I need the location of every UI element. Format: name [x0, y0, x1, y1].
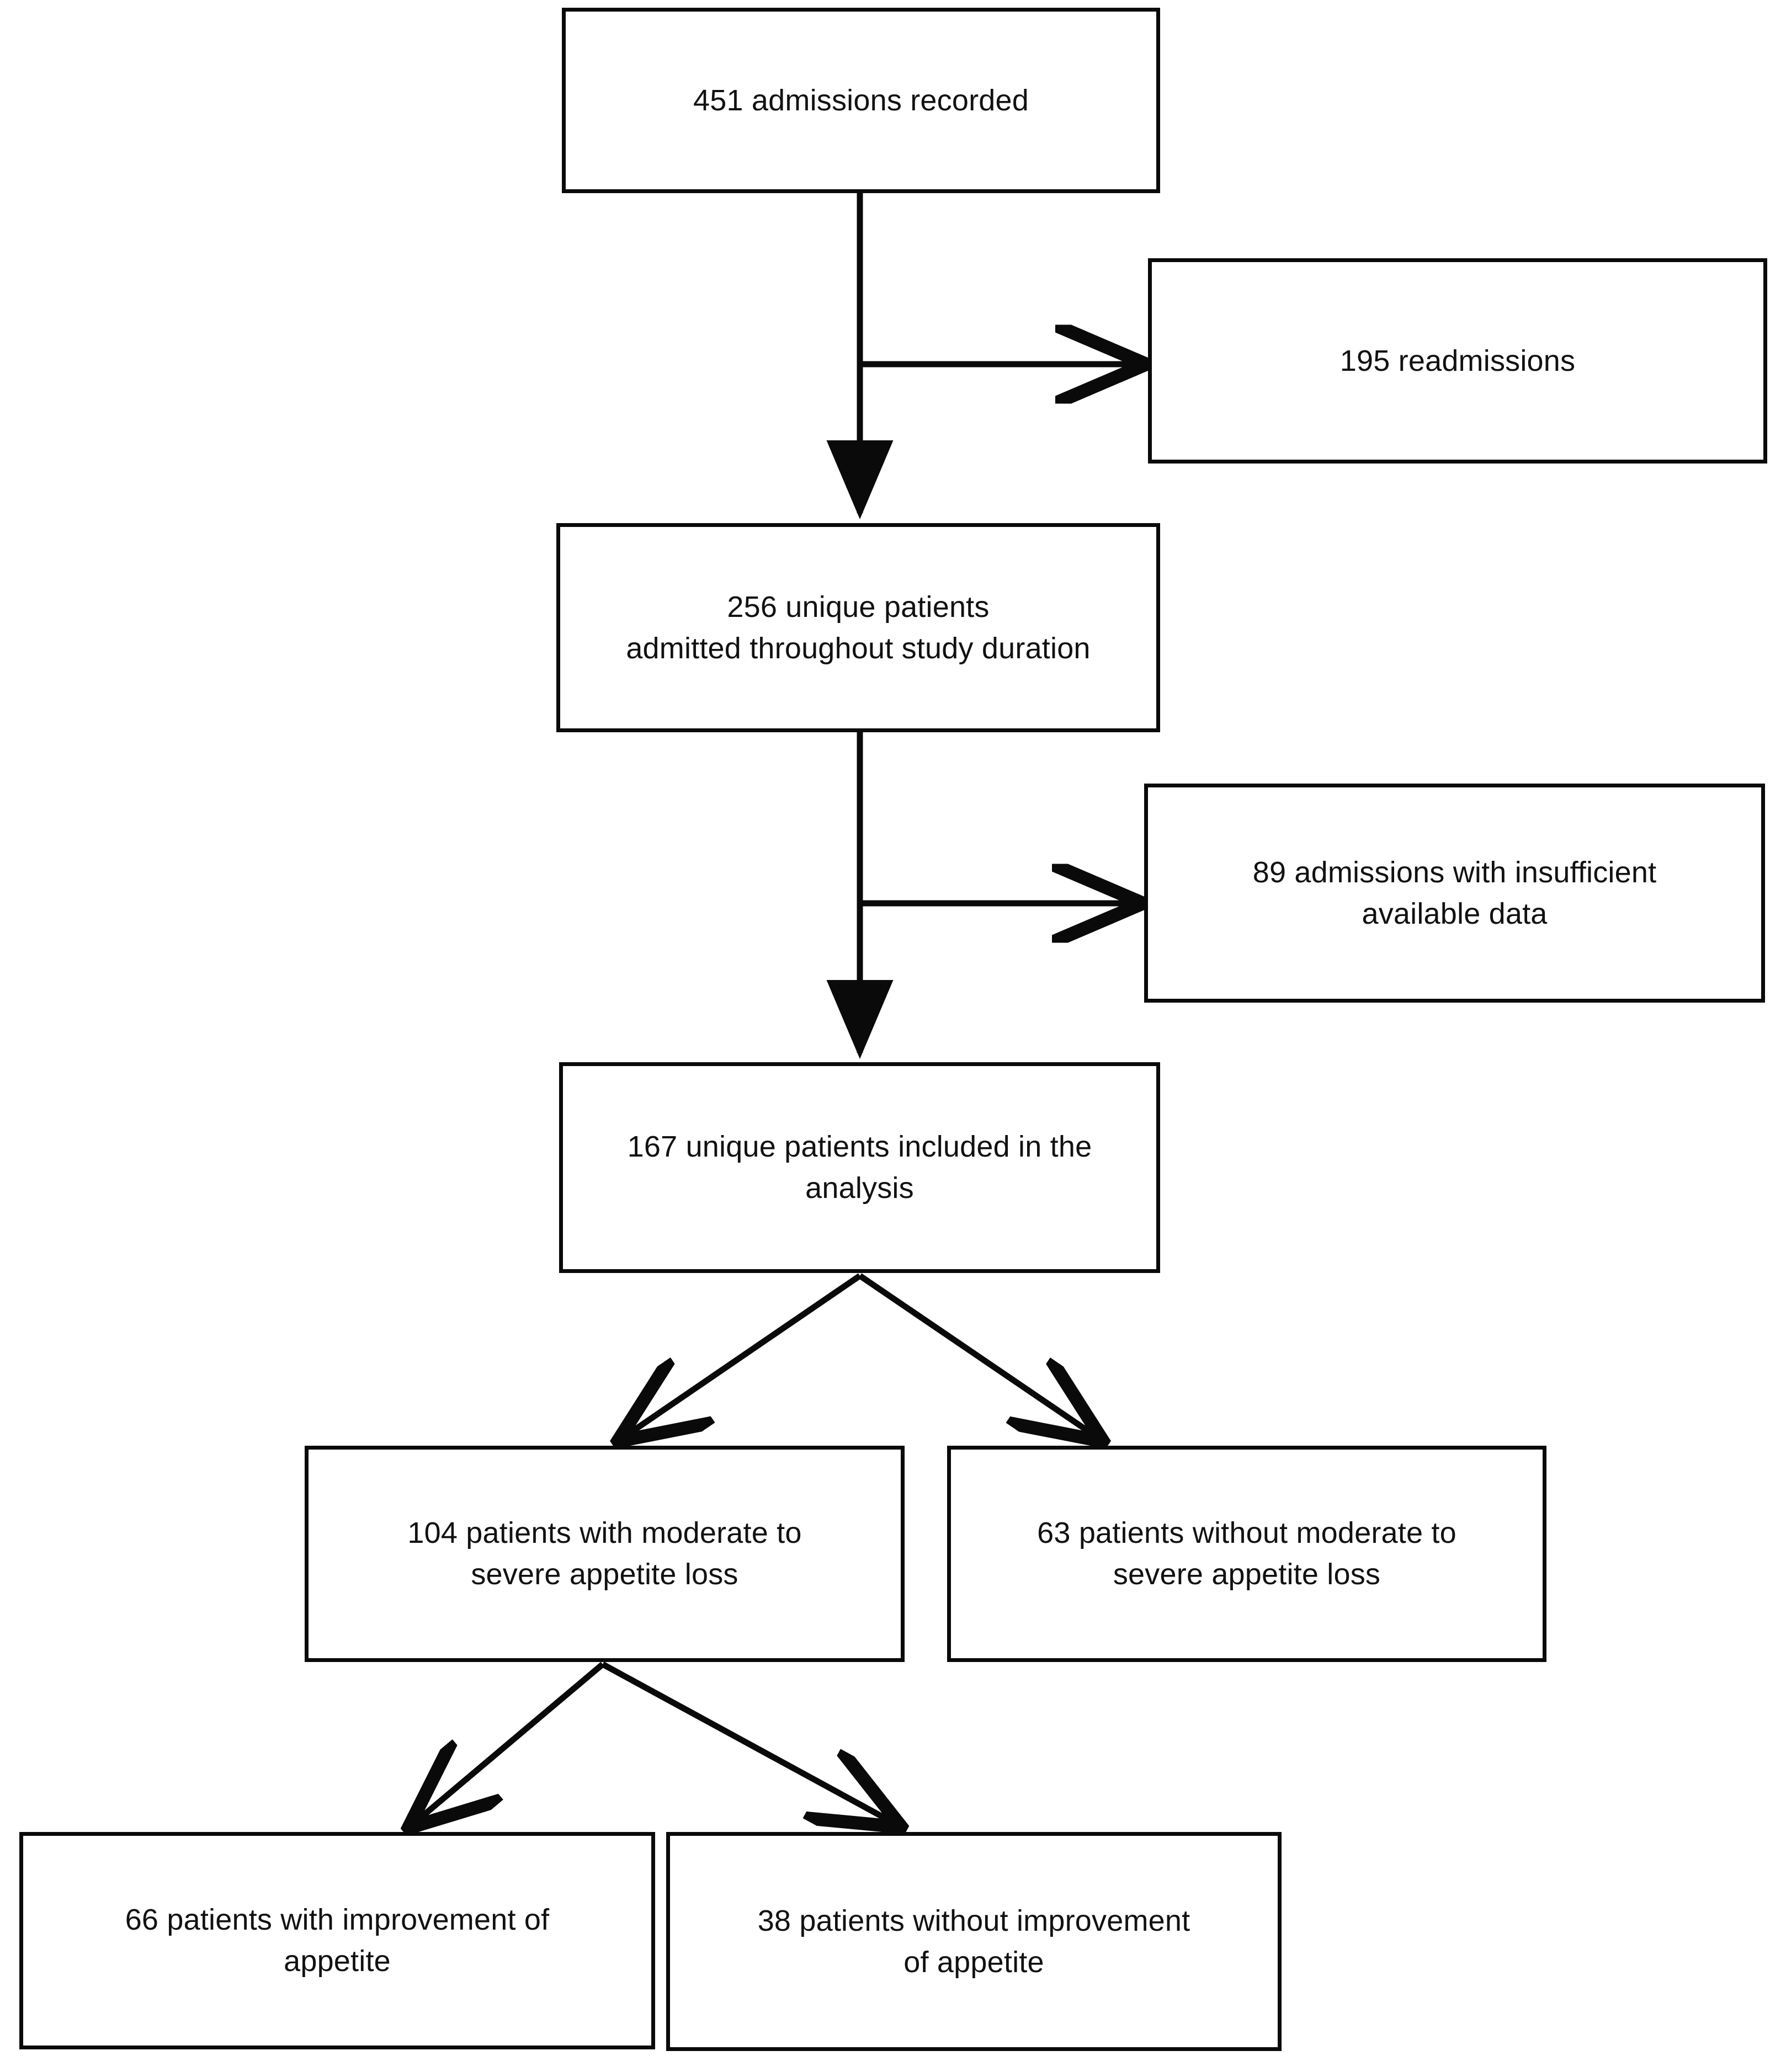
edge-appetite-loss-to-no-improvement: [601, 1661, 896, 1824]
edge-included-to-appetite-loss: [623, 1273, 862, 1438]
node-without-appetite-loss: 63 patients without moderate to severe a…: [947, 1446, 1546, 1662]
node-admissions-recorded: 451 admissions recorded: [562, 8, 1160, 193]
node-patients-included-in-analysis: 167 unique patients included in the anal…: [559, 1062, 1160, 1273]
node-with-appetite-loss: 104 patients with moderate to severe app…: [305, 1446, 905, 1662]
node-readmissions: 195 readmissions: [1148, 258, 1767, 464]
node-admissions-recorded-label: 451 admissions recorded: [693, 83, 1029, 117]
edge-included-to-no-appetite-loss: [858, 1273, 1098, 1438]
node-unique-patients-admitted-label: 256 unique patients admitted throughout …: [626, 590, 1091, 665]
edge-appetite-loss-to-improvement: [413, 1661, 605, 1824]
node-insufficient-data: 89 admissions with insufficient availabl…: [1144, 784, 1765, 1003]
node-patients-included-in-analysis-label: 167 unique patients included in the anal…: [627, 1130, 1092, 1205]
node-unique-patients-admitted: 256 unique patients admitted throughout …: [556, 523, 1160, 732]
node-without-appetite-loss-label: 63 patients without moderate to severe a…: [1037, 1516, 1457, 1591]
node-with-improvement-of-appetite-label: 66 patients with improvement of appetite: [125, 1903, 550, 1978]
node-with-improvement-of-appetite: 66 patients with improvement of appetite: [19, 1832, 655, 2049]
node-insufficient-data-label: 89 admissions with insufficient availabl…: [1252, 855, 1657, 930]
node-readmissions-label: 195 readmissions: [1340, 344, 1576, 377]
node-with-appetite-loss-label: 104 patients with moderate to severe app…: [407, 1516, 802, 1591]
node-without-improvement-of-appetite: 38 patients without improvement of appet…: [666, 1832, 1282, 2051]
node-without-improvement-of-appetite-label: 38 patients without improvement of appet…: [757, 1904, 1190, 1979]
